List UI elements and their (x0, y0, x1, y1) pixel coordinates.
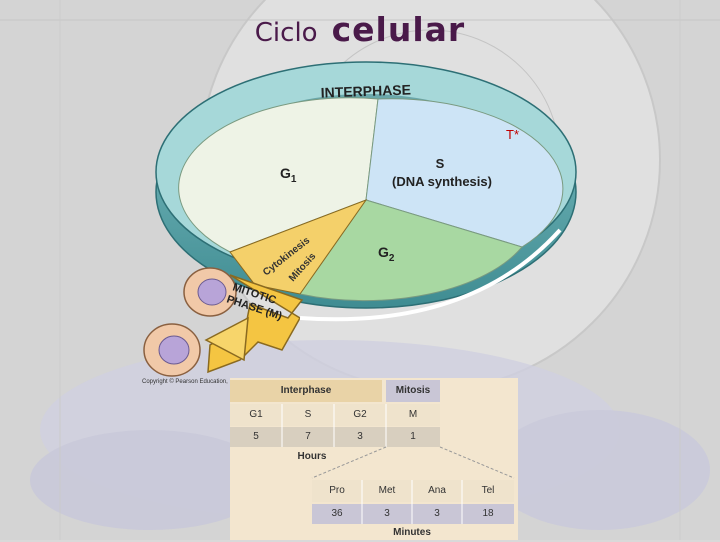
g2-label: G2 (378, 244, 395, 264)
cell-top-nucleus (197, 278, 227, 306)
hours-label: Hours (297, 451, 327, 462)
subphase-ana: Ana (428, 485, 446, 496)
phase-m: M (408, 409, 418, 420)
s-label: S (436, 156, 445, 171)
subphase-tel: Tel (481, 485, 495, 496)
minutes-met: 3 (384, 508, 390, 519)
header-mitosis: Mitosis (395, 385, 431, 396)
header-interphase: Interphase (280, 385, 332, 396)
sector-s (365, 98, 564, 248)
g1-label: G1 (280, 165, 297, 185)
table-graphics (230, 380, 515, 524)
title-word-celular: celular (331, 10, 466, 49)
sector-g2 (299, 199, 523, 302)
hours-g1: 5 (253, 431, 259, 442)
sector-g1 (178, 97, 379, 253)
header-interphase-bg (230, 380, 382, 402)
phase-g2: G2 (353, 409, 367, 420)
header-mitosis-bg (386, 380, 440, 402)
subphase-pro: Pro (329, 485, 345, 496)
mitotic-arrow-head (204, 316, 249, 362)
minutes-label: Minutes (393, 527, 431, 538)
hours-s: 7 (305, 431, 311, 442)
phase-g1: G1 (249, 409, 263, 420)
phase-s: S (304, 409, 312, 420)
copyright-notice: Copyright © Pearson Education, Inc (142, 379, 238, 385)
ring-label: INTERPHASE (320, 81, 411, 100)
t-marker: T* (506, 127, 519, 142)
hours-m: 1 (410, 431, 416, 442)
s-desc: (DNA synthesis) (392, 174, 492, 189)
cycle-arrow (299, 228, 562, 322)
hours-g2: 3 (357, 431, 363, 442)
page-title: Ciclo celular (0, 10, 720, 49)
subphase-met: Met (378, 485, 396, 496)
duration-table: Interphase Mitosis G1 S G2 M 5 7 3 1 Hou… (230, 378, 518, 540)
minutes-tel: 18 (482, 508, 494, 519)
minutes-pro: 36 (331, 508, 343, 519)
minutes-ana: 3 (434, 508, 440, 519)
cell-bottom-nucleus (158, 335, 190, 365)
title-word-ciclo: Ciclo (254, 18, 318, 48)
